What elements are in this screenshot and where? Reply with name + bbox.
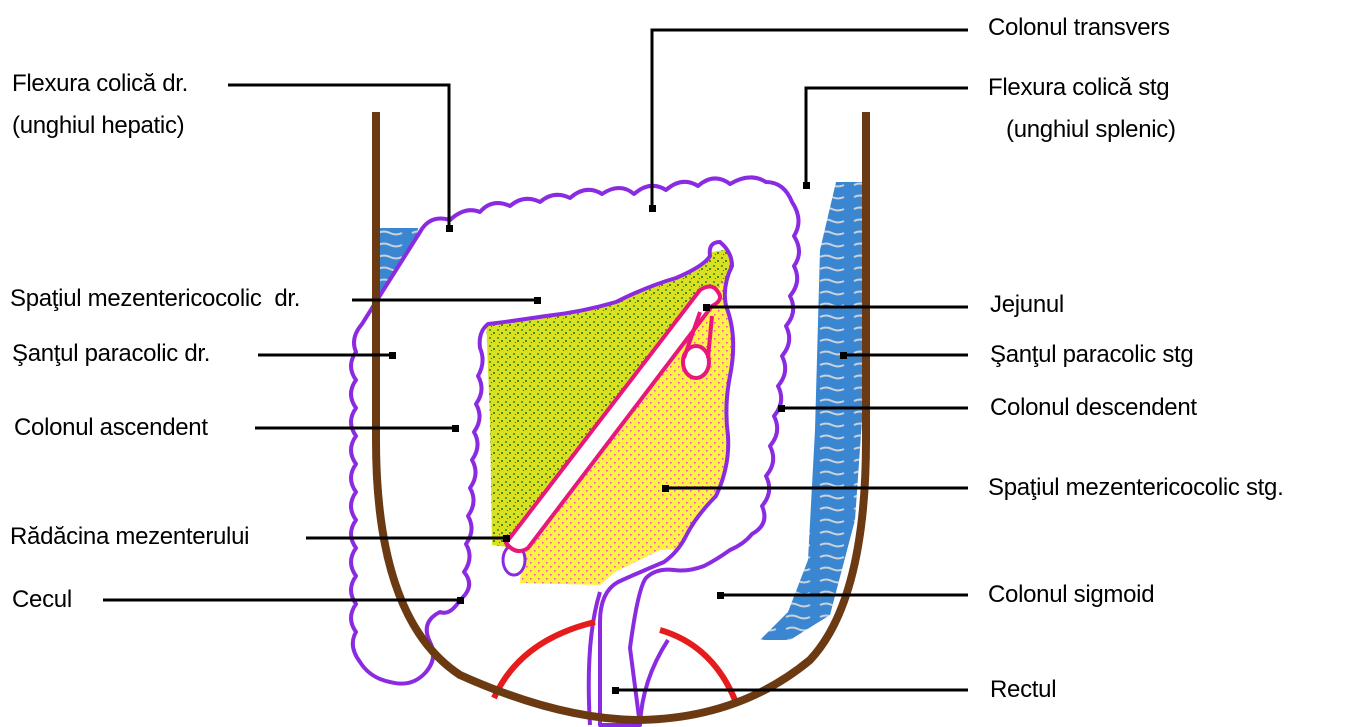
label-santul-dr: Şanţul paracolic dr. bbox=[12, 342, 210, 366]
label-unghiul-splenic: (unghiul splenic) bbox=[1006, 118, 1176, 142]
label-spatiul-dr: Spaţiul mezentericocolic dr. bbox=[10, 287, 300, 311]
label-santul-stg: Şanţul paracolic stg bbox=[990, 343, 1193, 367]
label-flexura-stg: Flexura colică stg bbox=[988, 76, 1169, 100]
label-colon-ascendent: Colonul ascendent bbox=[14, 416, 208, 440]
label-radacina: Rădăcina mezenterului bbox=[10, 525, 249, 549]
label-colon-descendent: Colonul descendent bbox=[990, 396, 1197, 420]
label-colon-transvers: Colonul transvers bbox=[988, 16, 1170, 40]
label-spatiul-stg: Spaţiul mezentericocolic stg. bbox=[988, 476, 1283, 500]
label-colon-sigmoid: Colonul sigmoid bbox=[988, 583, 1154, 607]
label-unghiul-hepatic: (unghiul hepatic) bbox=[12, 114, 184, 138]
label-cecul: Cecul bbox=[12, 588, 72, 612]
label-jejunul: Jejunul bbox=[990, 293, 1064, 317]
label-flexura-dr: Flexura colică dr. bbox=[12, 72, 188, 96]
label-rectul: Rectul bbox=[990, 678, 1056, 702]
